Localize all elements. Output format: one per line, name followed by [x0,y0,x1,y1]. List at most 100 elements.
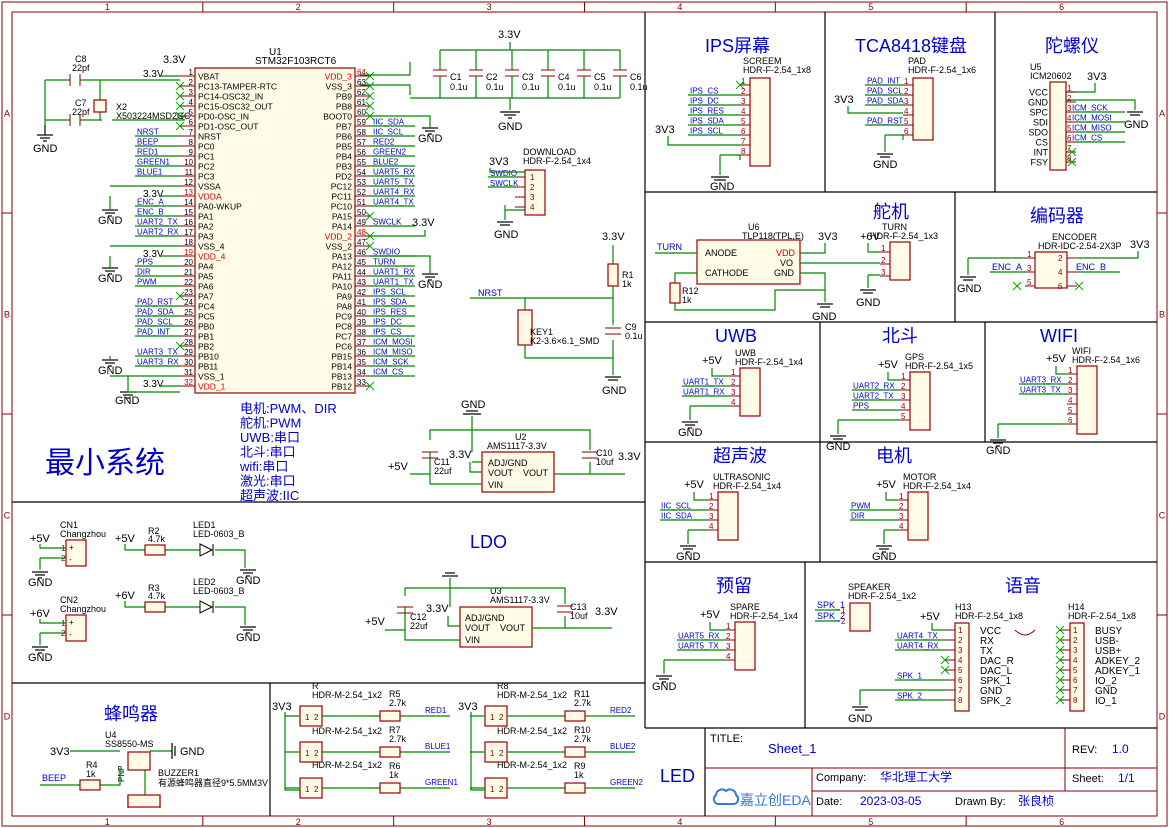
u2-out: 3.3V [618,451,641,463]
pin-number: 7 [958,686,963,695]
mcu-pin-number: 31 [184,368,193,377]
key-ref: KEY1 [530,327,553,337]
mcu-pin-number: 9 [189,148,194,157]
pin-number: 1 [61,544,66,553]
enc-rail: 3V3 [1130,239,1150,251]
cap-ref: C5 [594,72,606,82]
gyro-pin-name: CS [1035,138,1048,148]
mcu-pin-number: 21 [184,268,193,277]
bz-pnp: PNP [117,766,126,782]
motor-title: MOTOR [903,472,937,482]
mcu-pin-number: 34 [357,368,366,377]
pin-number: 5 [1073,666,1078,675]
tb-sheet-label: Sheet: [1072,773,1104,785]
pin-number: 4 [1067,114,1072,123]
h14-ref: H14 [1068,602,1085,612]
mcu-pin-number: 5 [189,108,194,117]
mcu-pin-number: 15 [184,208,193,217]
tb-logo: 嘉立创EDA [740,792,811,808]
u2-vin: VIN [488,480,503,490]
mcu-pin-name: PC3 [198,172,215,182]
led-drv-res-ref: R10 [574,725,591,735]
mcu-pin-name: PB8 [336,102,352,112]
mcu-pin-number: 35 [357,358,366,367]
title-buzzer: 蜂鸣器 [104,704,158,724]
opto-part: TLP118(TPL,E) [742,231,804,241]
power-connector-ref: CN1 [60,520,78,530]
buzzer-circuit: U4 SS8550-MS 3V3 GND R4 1k BEEP PNP BUZZ… [40,730,268,808]
mcu-pin-name: PA8 [337,302,353,312]
u2-vout1: VOUT [488,468,514,478]
tb-date: 2023-03-05 [860,794,922,808]
mcu-pin-net: TURN [373,258,395,267]
ips-pin-net: IPS_SDA [690,117,724,126]
ips-pin-net: IPS_RES [690,107,724,116]
opto-net: TURN [657,242,682,252]
pin-number: 5 [958,666,963,675]
tb-title-label: TITLE: [710,733,743,745]
mcu-pin-name: VSS_3 [326,82,353,92]
gyro-pin-name: SPC [1029,108,1048,118]
mcu-pin-net: BEEP [137,138,158,147]
mcu-pin-number: 7 [189,128,194,137]
spare-title: SPARE [730,602,760,612]
cap-val: 0.1u [594,82,612,92]
pin-number: 3 [709,512,714,521]
ledsec-rail2: 3V3 [458,701,478,713]
spk-part: HDR-F-2.54_1x2 [848,591,916,601]
mcu-pin-name: PB14 [331,362,352,372]
opto-gnd: GND [774,268,795,278]
mcu-pin-number: 17 [184,228,193,237]
enc-title: ENCODER [1052,232,1098,242]
gyro-pin-net: ICM_MOSI [1072,114,1112,123]
led-part: LED-0603_B [193,529,245,539]
mcu-pin-net: ENC_B [137,208,164,217]
mcu-pin-number: 14 [184,198,193,207]
hdr1-ref: R [312,681,319,691]
mcu-body [194,67,356,394]
gyro-pin-name: FSY [1030,158,1048,168]
mcu-pin-net: IPS_DC [373,318,402,327]
gnd-mcu-1: GND [98,215,123,227]
led-drv-res-ref: R11 [574,689,590,699]
led-drv-net: GREEN2 [610,778,643,787]
mcu-pin-rail: 3.3V [143,189,164,200]
pin-number: 2 [61,554,66,563]
mcu-pin-number: 50 [357,208,366,217]
c8-ref: C8 [75,54,87,64]
row-letter-left: C [4,511,11,521]
gnd-led: GND [236,575,261,587]
gps-part: HDR-F-2.54_1x5 [905,361,973,371]
gnd-enc: GND [957,283,982,295]
pin-number: 1 [1073,626,1078,635]
bz-q: U4 [105,730,117,740]
pin-number: 5 [904,117,909,126]
h13-part: HDR-F-2.54_1x8 [955,611,1023,621]
pin-number: 7 [1067,144,1072,153]
mcu-pin-name: VDD_4 [198,252,226,262]
mcu-pin-name: VSS_1 [198,372,225,382]
download-header: 3V3 DOWNLOAD HDR-F-2.54_1x4 1SWDIO2SWCLK… [488,147,591,241]
mcu-pin-name: PC15-OSC32_OUT [198,102,273,112]
bz-qp: SS8550-MS [105,739,154,749]
pin-number: 3 [741,97,746,106]
mcu-pin-name: PB3 [336,162,352,172]
gyro-pin-name: GND [1028,98,1049,108]
u3-cin: C12 [410,612,427,622]
mcu-pin-number: 18 [184,238,193,247]
ledsec-rail: 3V3 [272,701,292,713]
mcu-pin-number: 59 [357,118,366,127]
gnd-led: GND [236,632,261,644]
bz-ref: BUZZER1 [158,768,199,778]
u3-in: +5V [365,616,386,628]
pin-number: 6 [1068,416,1073,425]
mcu-pin-net: UART4_RX [373,188,415,197]
mcu-part: STM32F103RCT6 [255,56,337,67]
pin-number: 2 [904,87,909,96]
gps-pin-net: PPS [853,402,869,411]
mcu-u1: U1 STM32F103RCT6 VBAT13.3VPC13-TAMPER-RT… [98,47,443,407]
h13-pin-name: SPK_2 [980,696,1012,707]
h13-pin-name: RX [980,636,994,647]
mcu-pin-number: 12 [184,178,193,187]
